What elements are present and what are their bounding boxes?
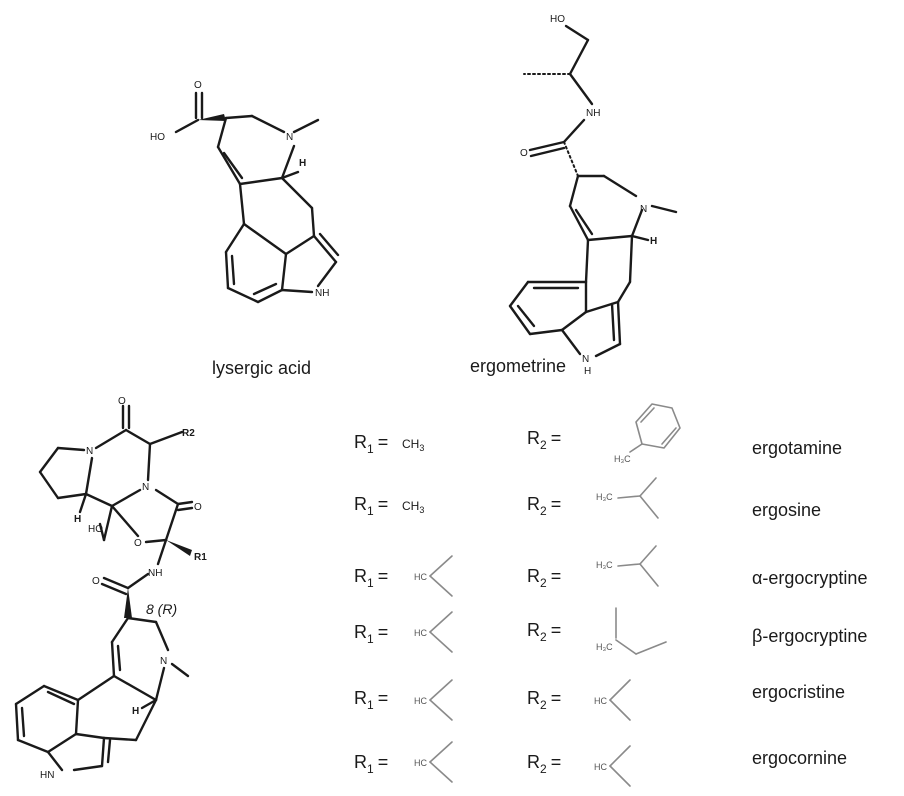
svg-text:H₃C: H₃C (596, 560, 613, 570)
atom-nh: NH (586, 108, 600, 119)
svg-text:H₃C: H₃C (596, 492, 613, 502)
label-ergometrine: ergometrine (470, 356, 566, 376)
atom-nh: NH (148, 568, 162, 579)
r2-label: R2= (527, 494, 561, 518)
svg-text:HC: HC (594, 696, 607, 706)
atom-o: O (194, 502, 202, 513)
benzyl-fragment: H₃C (614, 403, 681, 464)
atom-r1: R1 (194, 552, 207, 563)
r1-label: R1= (354, 566, 388, 590)
atom-o: O (194, 80, 202, 91)
wedge-bond (198, 114, 226, 121)
svg-text:H₃C: H₃C (596, 642, 613, 652)
wedge-bond (166, 540, 192, 556)
svg-text:HC: HC (414, 572, 427, 582)
table-row: R1= HC R2= H₃C β-ergocryptine (354, 607, 867, 655)
row-name: ergocornine (752, 748, 847, 768)
row-name: ergotamine (752, 438, 842, 458)
ch3-fragment: CH3 (402, 499, 424, 515)
atom-o: O (92, 576, 100, 587)
wedge-bond (124, 588, 132, 618)
svg-text:HC: HC (594, 762, 607, 772)
svg-text:HC: HC (414, 696, 427, 706)
table-row: R1= CH3 R2= H₃C ergotamine (354, 403, 842, 464)
r1-label: R1= (354, 494, 388, 518)
r2-label: R2= (527, 620, 561, 644)
isopropyl-fragment: HC (414, 611, 453, 653)
r2-label: R2= (527, 566, 561, 590)
atom-ho: HO (550, 14, 565, 25)
stereo-label: 8 (R) (146, 601, 177, 617)
atom-o: O (520, 148, 528, 159)
r1-label: R1= (354, 622, 388, 646)
atom-n: N (286, 132, 293, 143)
atom-n: N (640, 204, 647, 215)
isopropyl-fragment: HC (414, 555, 453, 597)
svg-text:H₃C: H₃C (614, 454, 631, 464)
isopropyl-fragment: HC (594, 679, 631, 721)
atom-h: H (584, 366, 591, 377)
table-row: R1= HC R2= H₃C α-ergocryptine (354, 545, 867, 597)
row-name: ergosine (752, 500, 821, 520)
atom-o: O (118, 396, 126, 407)
r2-label: R2= (527, 752, 561, 776)
atom-n: N (142, 482, 149, 493)
atom-h: H (650, 236, 657, 247)
lysergic-acid-structure: O HO N H NH (150, 80, 340, 304)
atom-o: O (134, 538, 142, 549)
atom-r2: R2 (182, 428, 195, 439)
svg-text:HC: HC (414, 628, 427, 638)
ch3-fragment: CH3 (402, 437, 424, 453)
r2-label: R2= (527, 688, 561, 712)
isobutyl-fragment: H₃C (596, 545, 659, 587)
isopropyl-fragment: HC (594, 745, 631, 787)
svg-text:HC: HC (414, 758, 427, 768)
table-row: R1= CH3 R2= H₃C ergosine (354, 477, 821, 520)
atom-n: N (582, 354, 589, 365)
atom-n: N (86, 446, 93, 457)
atom-h: H (299, 158, 306, 169)
atom-hn: HN (40, 770, 54, 781)
ergometrine-structure: HO NH O N H N H (508, 14, 678, 377)
atom-h: H (74, 514, 81, 525)
table-row: R1= HC R2= HC ergocornine (354, 741, 847, 787)
atom-n: N (160, 656, 167, 667)
r2-label: R2= (527, 428, 561, 452)
atom-ho: HO (88, 524, 103, 535)
r1-label: R1= (354, 688, 388, 712)
r1-label: R1= (354, 752, 388, 776)
r1-label: R1= (354, 432, 388, 456)
isobutyl-fragment: H₃C (596, 477, 659, 519)
row-name: α-ergocryptine (752, 568, 867, 588)
isopropyl-fragment: HC (414, 679, 453, 721)
sec-butyl-fragment: H₃C (596, 607, 667, 655)
atom-h: H (132, 706, 139, 717)
atom-ho: HO (150, 132, 165, 143)
row-name: ergocristine (752, 682, 845, 702)
atom-nh: NH (315, 288, 329, 299)
row-name: β-ergocryptine (752, 626, 867, 646)
ergopeptine-structure: O R2 N N H O HO O R1 NH (14, 396, 207, 781)
table-row: R1= HC R2= HC ergocristine (354, 679, 845, 721)
label-lysergic-acid: lysergic acid (212, 358, 311, 378)
isopropyl-fragment: HC (414, 741, 453, 783)
